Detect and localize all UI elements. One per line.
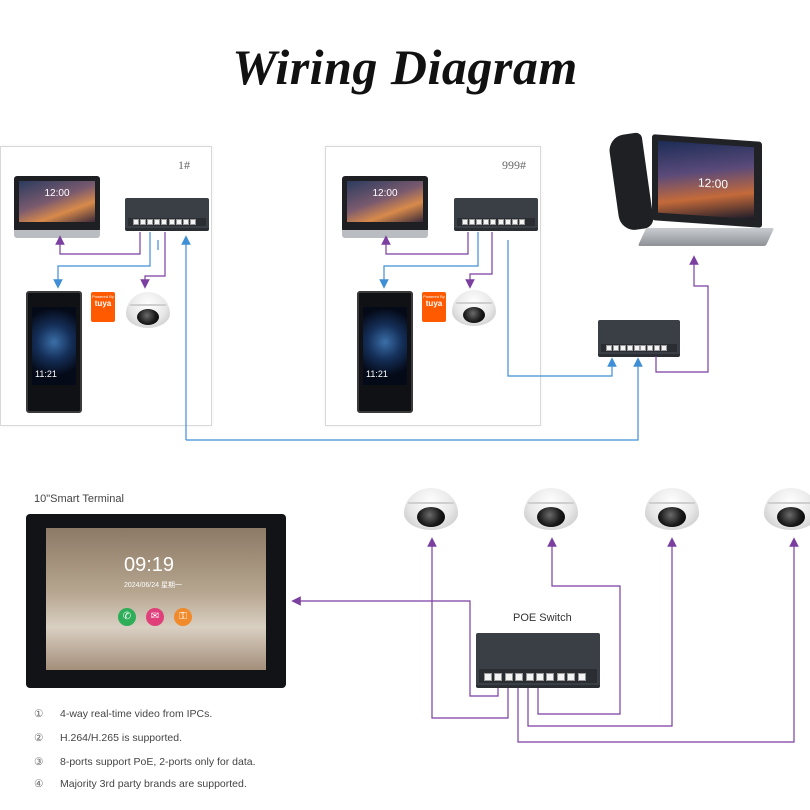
switch-port <box>189 219 196 225</box>
indoor-monitor-999: 12:00 <box>342 176 428 238</box>
page-title: Wiring Diagram <box>232 39 578 95</box>
switch-port <box>161 219 168 225</box>
switch-port <box>647 345 654 351</box>
poe-switch-label: POE Switch <box>513 612 572 624</box>
smart-terminal: 09:19 2024/06/24 星期一 ✆ ✉ ⚿ <box>26 514 286 688</box>
dome-camera-3 <box>645 488 699 530</box>
switch-port <box>518 219 525 225</box>
switch-port <box>483 219 490 225</box>
switch-port <box>133 219 139 225</box>
wire-cam3 <box>527 537 677 727</box>
switch-port <box>606 345 612 351</box>
indoor-monitor-clock-1: 12:00 <box>44 188 70 199</box>
feature-item-3: ③ 8-ports support PoE, 2-ports only for d… <box>34 756 256 768</box>
indoor-monitor-1: 12:00 <box>14 176 100 238</box>
panel-label-1: 1# <box>178 158 190 172</box>
door-station-time-1: 11:21 <box>35 369 57 379</box>
dome-camera-panel-1 <box>126 292 170 328</box>
switch-port <box>654 345 661 351</box>
switch-port <box>182 219 189 225</box>
wire-p1-door <box>53 232 151 289</box>
wire-central-guard <box>655 255 709 373</box>
switch-port <box>536 673 544 681</box>
indoor-monitor-clock-999: 12:00 <box>372 188 398 199</box>
smart-terminal-clock: 09:19 <box>124 554 175 576</box>
wire-cam2 <box>537 537 621 715</box>
dome-camera-4 <box>764 488 810 530</box>
dome-camera-2 <box>524 488 578 530</box>
switch-port <box>525 673 534 681</box>
feature-number-1: ① <box>34 708 44 720</box>
switch-port <box>462 219 468 225</box>
switch-port <box>476 219 483 225</box>
feature-text-1: 4-way real-time video from IPCs. <box>60 708 213 720</box>
tuya-powered-text-1: Powered By <box>92 294 114 299</box>
wire-cam4 <box>517 537 799 743</box>
switch-port <box>626 345 633 351</box>
wire-p999-uplink <box>507 240 617 377</box>
switch-port <box>504 673 513 681</box>
switch-port <box>612 345 619 351</box>
switch-port <box>140 219 147 225</box>
feature-number-4: ④ <box>34 778 44 790</box>
switch-port <box>154 219 161 225</box>
door-station-999: 11:21 <box>357 291 413 413</box>
unlock-icon: ⚿ <box>174 608 192 626</box>
tuya-badge-999: Powered By tuya <box>422 292 446 322</box>
feature-number-3: ③ <box>34 756 44 768</box>
dome-camera-panel-999 <box>452 290 496 326</box>
switch-port <box>175 219 182 225</box>
poe-switch-1 <box>125 198 209 231</box>
switch-port <box>633 345 640 351</box>
switch-port <box>147 219 154 225</box>
switch-port <box>490 219 497 225</box>
poe-switch-central <box>598 320 680 357</box>
wire-p999-monitor <box>381 232 469 255</box>
door-station-1: 11:21 <box>26 291 82 413</box>
wire-p999-cam <box>465 232 493 289</box>
switch-port <box>497 219 504 225</box>
wire-cam1 <box>427 537 509 719</box>
switch-port <box>577 673 586 681</box>
panel-label-999: 999# <box>502 158 526 172</box>
feature-text-4: Majority 3rd party brands are supported. <box>60 778 247 790</box>
feature-text-3: 8-ports support PoE, 2-ports only for da… <box>60 756 256 768</box>
tuya-powered-text-999: Powered By <box>423 294 445 299</box>
dome-camera-1 <box>404 488 458 530</box>
smart-terminal-label: 10"Smart Terminal <box>34 493 124 505</box>
feature-item-1: ① 4-way real-time video from IPCs. <box>34 708 212 720</box>
feature-item-4: ④ Majority 3rd party brands are supported… <box>34 778 247 790</box>
switch-port <box>484 673 492 681</box>
feature-number-2: ② <box>34 732 44 744</box>
switch-port <box>515 673 524 681</box>
tuya-brand-text-999: tuya <box>425 299 443 308</box>
wire-p999-door <box>379 232 479 289</box>
tuya-badge-1: Powered By tuya <box>91 292 115 322</box>
feature-item-2: ② H.264/H.265 is supported. <box>34 732 182 744</box>
message-icon: ✉ <box>146 608 164 626</box>
wire-p1-cam <box>140 232 166 289</box>
tuya-brand-text-1: tuya <box>94 299 112 308</box>
phone-icon: ✆ <box>118 608 136 626</box>
poe-switch-999 <box>454 198 538 231</box>
wire-central-p1 <box>186 357 643 441</box>
switch-port <box>469 219 476 225</box>
smart-terminal-date: 2024/06/24 星期一 <box>124 582 182 589</box>
switch-port <box>168 219 175 225</box>
wire-p1-monitor <box>55 232 141 255</box>
switch-port <box>546 673 555 681</box>
feature-text-2: H.264/H.265 is supported. <box>60 732 182 744</box>
switch-port <box>511 219 518 225</box>
door-station-time-999: 11:21 <box>366 369 388 379</box>
switch-port <box>504 219 511 225</box>
switch-port <box>494 673 503 681</box>
wire-terminal <box>291 596 499 697</box>
switch-port <box>619 345 626 351</box>
switch-port <box>567 673 576 681</box>
poe-switch-bottom <box>476 633 600 688</box>
switch-port <box>661 345 668 351</box>
switch-port <box>640 345 647 351</box>
switch-port <box>556 673 565 681</box>
